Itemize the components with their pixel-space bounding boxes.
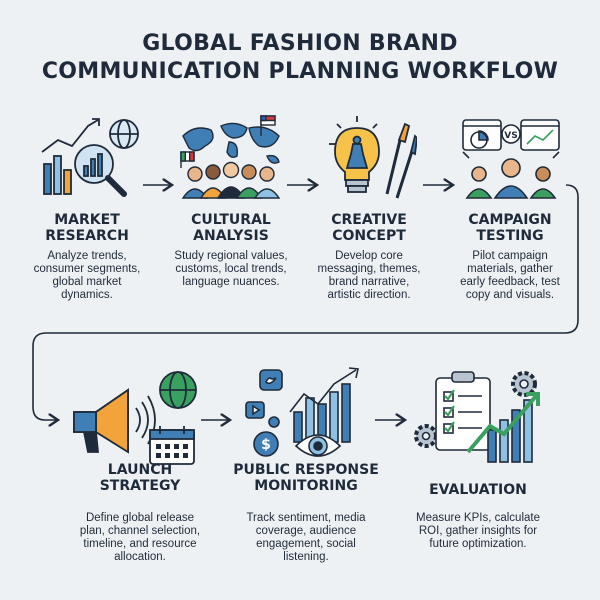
step-title: PUBLIC RESPONSE MONITORING: [233, 462, 379, 494]
clipboard-gears-growth-icon: [414, 371, 540, 463]
world-map-people-flags-icon: [180, 115, 281, 199]
svg-text:$: $: [261, 437, 271, 453]
ab-test-audience-icon: VS: [462, 119, 560, 199]
step-description: Study regional values, customs, local tr…: [174, 250, 288, 288]
page-title: GLOBAL FASHION BRAND COMMUNICATION PLANN…: [0, 30, 600, 86]
step-cultural-analysis: CULTURAL ANALYSIS Study regional values,…: [163, 112, 299, 312]
step-title: CREATIVE CONCEPT: [331, 212, 407, 244]
step-description: Measure KPIs, calculate ROI, gather insi…: [415, 512, 540, 550]
step-market-research: MARKET RESEARCH Analyze trends, consumer…: [22, 112, 152, 312]
step-description: Pilot campaign materials, gather early f…: [460, 250, 560, 301]
step-description: Define global release plan, channel sele…: [79, 512, 201, 563]
step-description: Track sentiment, media coverage, audienc…: [246, 512, 366, 563]
social-media-eye-icon: $: [245, 367, 359, 457]
step-title: MARKET RESEARCH: [45, 212, 129, 244]
title-line-1: GLOBAL FASHION BRAND: [142, 31, 458, 56]
step-campaign-testing: VS CAMPAIGN TESTING Pilot campaign mater…: [445, 112, 575, 312]
magnifier-chart-globe-icon: [41, 118, 139, 197]
step-description: Develop core messaging, themes, brand na…: [317, 250, 421, 301]
step-evaluation: EVALUATION Measure KPIs, calculate ROI, …: [398, 362, 558, 572]
arrow-testing-to-launch: [32, 184, 579, 420]
step-title: CAMPAIGN TESTING: [468, 212, 552, 244]
step-title: LAUNCH STRATEGY: [99, 462, 181, 494]
step-title: CULTURAL ANALYSIS: [191, 212, 271, 244]
step-public-response-monitoring: $ PUBLIC RESPONSE MONITORING Track senti…: [226, 362, 386, 572]
megaphone-globe-calendar-icon: [73, 371, 197, 465]
step-launch-strategy: LAUNCH STRATEGY Define global release pl…: [60, 362, 220, 572]
step-title: EVALUATION: [429, 482, 527, 498]
step-description: Analyze trends, consumer segments, globa…: [33, 250, 141, 301]
lightbulb-dress-brushes-icon: [329, 116, 417, 199]
svg-text:VS: VS: [504, 131, 517, 141]
step-creative-concept: CREATIVE CONCEPT Develop core messaging,…: [305, 112, 433, 312]
title-line-2: COMMUNICATION PLANNING WORKFLOW: [41, 59, 559, 84]
